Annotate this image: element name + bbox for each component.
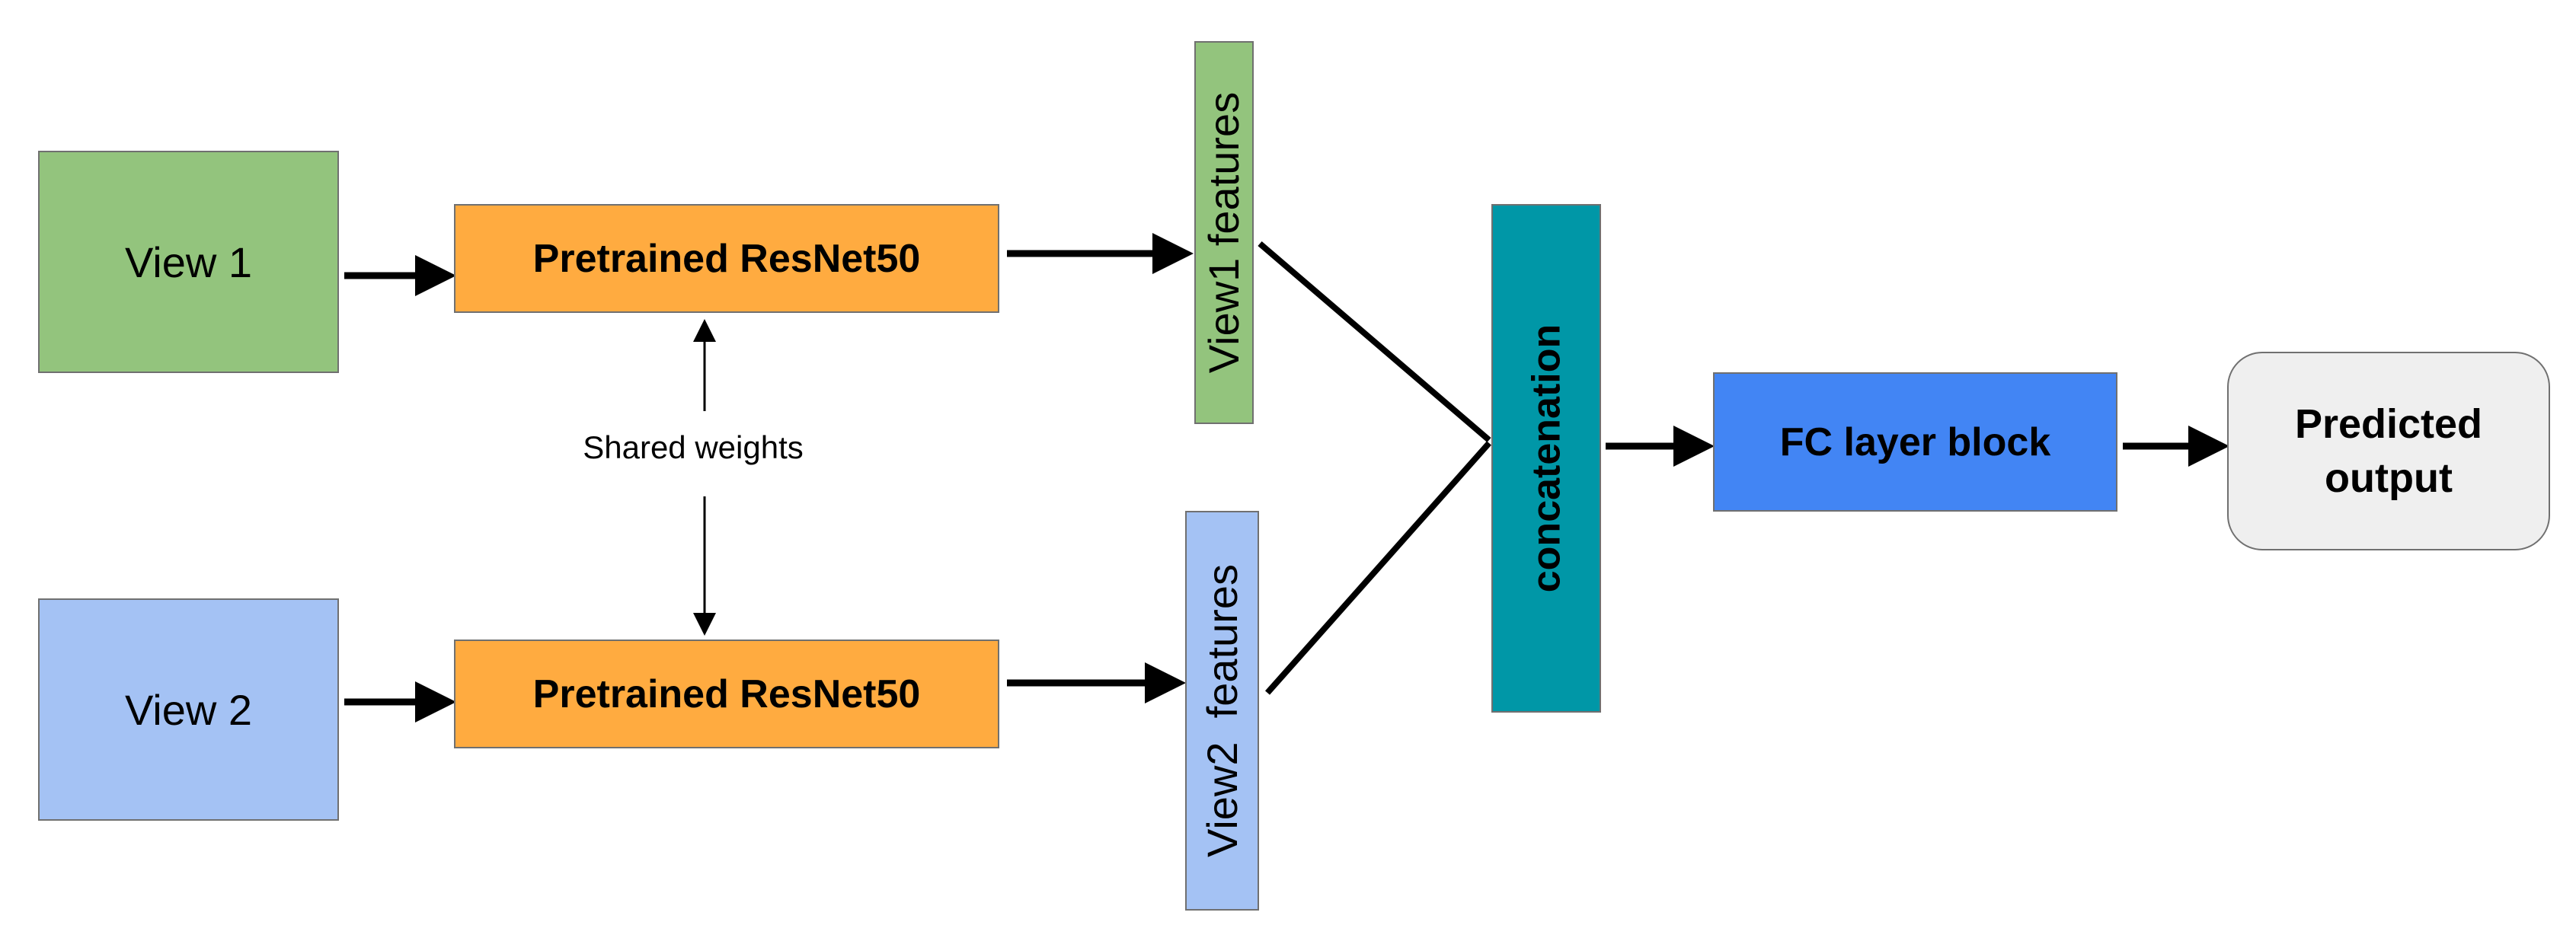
fc-layer-block-box: FC layer block	[1713, 372, 2117, 512]
fc-layer-block-label: FC layer block	[1779, 419, 2051, 464]
resnet-box-2: Pretrained ResNet50	[454, 640, 999, 748]
view-2-box: View 2	[38, 598, 339, 821]
line-features1-to-concat	[1258, 241, 1491, 443]
predicted-output-line-2: output	[2325, 455, 2453, 501]
shared-weights-label: Shared weights	[533, 425, 853, 470]
view1-features-label: View1 features	[1200, 91, 1248, 374]
view-2-label: View 2	[124, 685, 253, 734]
line-features2-to-concat	[1265, 441, 1491, 695]
view-1-box: View 1	[38, 151, 339, 373]
view2-features-box: View2 features	[1185, 511, 1259, 911]
view1-features-box: View1 features	[1194, 41, 1254, 424]
resnet-1-label: Pretrained ResNet50	[532, 236, 921, 281]
concatenation-box: concatenation	[1491, 204, 1601, 713]
view-1-label: View 1	[124, 238, 253, 286]
resnet-box-1: Pretrained ResNet50	[454, 204, 999, 313]
view2-features-label: View2 features	[1198, 564, 1247, 857]
resnet-2-label: Pretrained ResNet50	[532, 671, 921, 716]
concatenation-label: concatenation	[1524, 324, 1568, 593]
predicted-output-box: Predicted output	[2227, 352, 2550, 550]
predicted-output-line-1: Predicted	[2294, 401, 2483, 448]
